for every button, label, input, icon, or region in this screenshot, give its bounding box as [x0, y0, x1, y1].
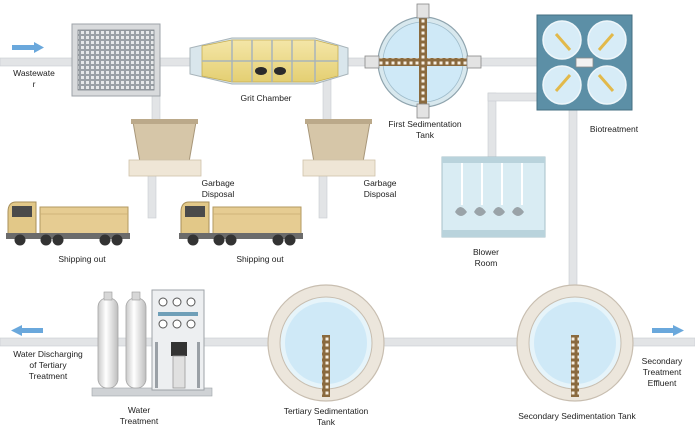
- garbage-disposal-label-2: Garbage Disposal: [363, 178, 397, 199]
- biotreatment-tank: [536, 14, 633, 111]
- flow-arrows: [11, 42, 684, 336]
- blower-room-label: Blower Room: [473, 247, 499, 268]
- first-sedimentation-label: First Sedimentation Tank: [388, 119, 462, 140]
- truck-1: [6, 201, 130, 246]
- shipping-out-label-2: Shipping out: [236, 254, 284, 264]
- pipe-bio-down: [568, 109, 578, 291]
- pipe-blower-up: [487, 92, 497, 160]
- secondary-sedimentation-tank: [516, 284, 634, 402]
- secondary-effluent-label: Secondary Treatment Effluent: [641, 356, 683, 388]
- water-treatment-unit: [91, 289, 213, 397]
- garbage-bin-1: [128, 119, 202, 177]
- pipe-blower-top: [487, 92, 539, 102]
- bar-screen: [71, 23, 161, 97]
- first-sedimentation-tank: [364, 3, 482, 119]
- tertiary-sedimentation-tank: [267, 284, 385, 402]
- secondary-sedimentation-label: Secondary Sedimentation Tank: [518, 411, 636, 421]
- garbage-disposal-label-1: Garbage Disposal: [201, 178, 235, 199]
- grit-chamber: [189, 37, 349, 85]
- wastewater-label: Wastewate r: [13, 68, 55, 89]
- arrow-discharge-out: [11, 325, 43, 336]
- garbage-bin-2: [302, 119, 376, 177]
- biotreatment-label: Biotreatment: [589, 124, 639, 134]
- arrow-wastewater-in: [12, 42, 44, 53]
- grit-chamber-label: Grit Chamber: [240, 93, 292, 103]
- tertiary-sedimentation-label: Tertiary Sedimentation Tank: [283, 406, 369, 427]
- arrow-effluent-out: [652, 325, 684, 336]
- water-treatment-label: Water Treatment: [119, 405, 159, 426]
- blower-room: [441, 156, 546, 238]
- water-discharging-label: Water Discharging of Tertiary Treatment: [13, 349, 83, 381]
- truck-2: [179, 201, 303, 246]
- shipping-out-label-1: Shipping out: [58, 254, 106, 264]
